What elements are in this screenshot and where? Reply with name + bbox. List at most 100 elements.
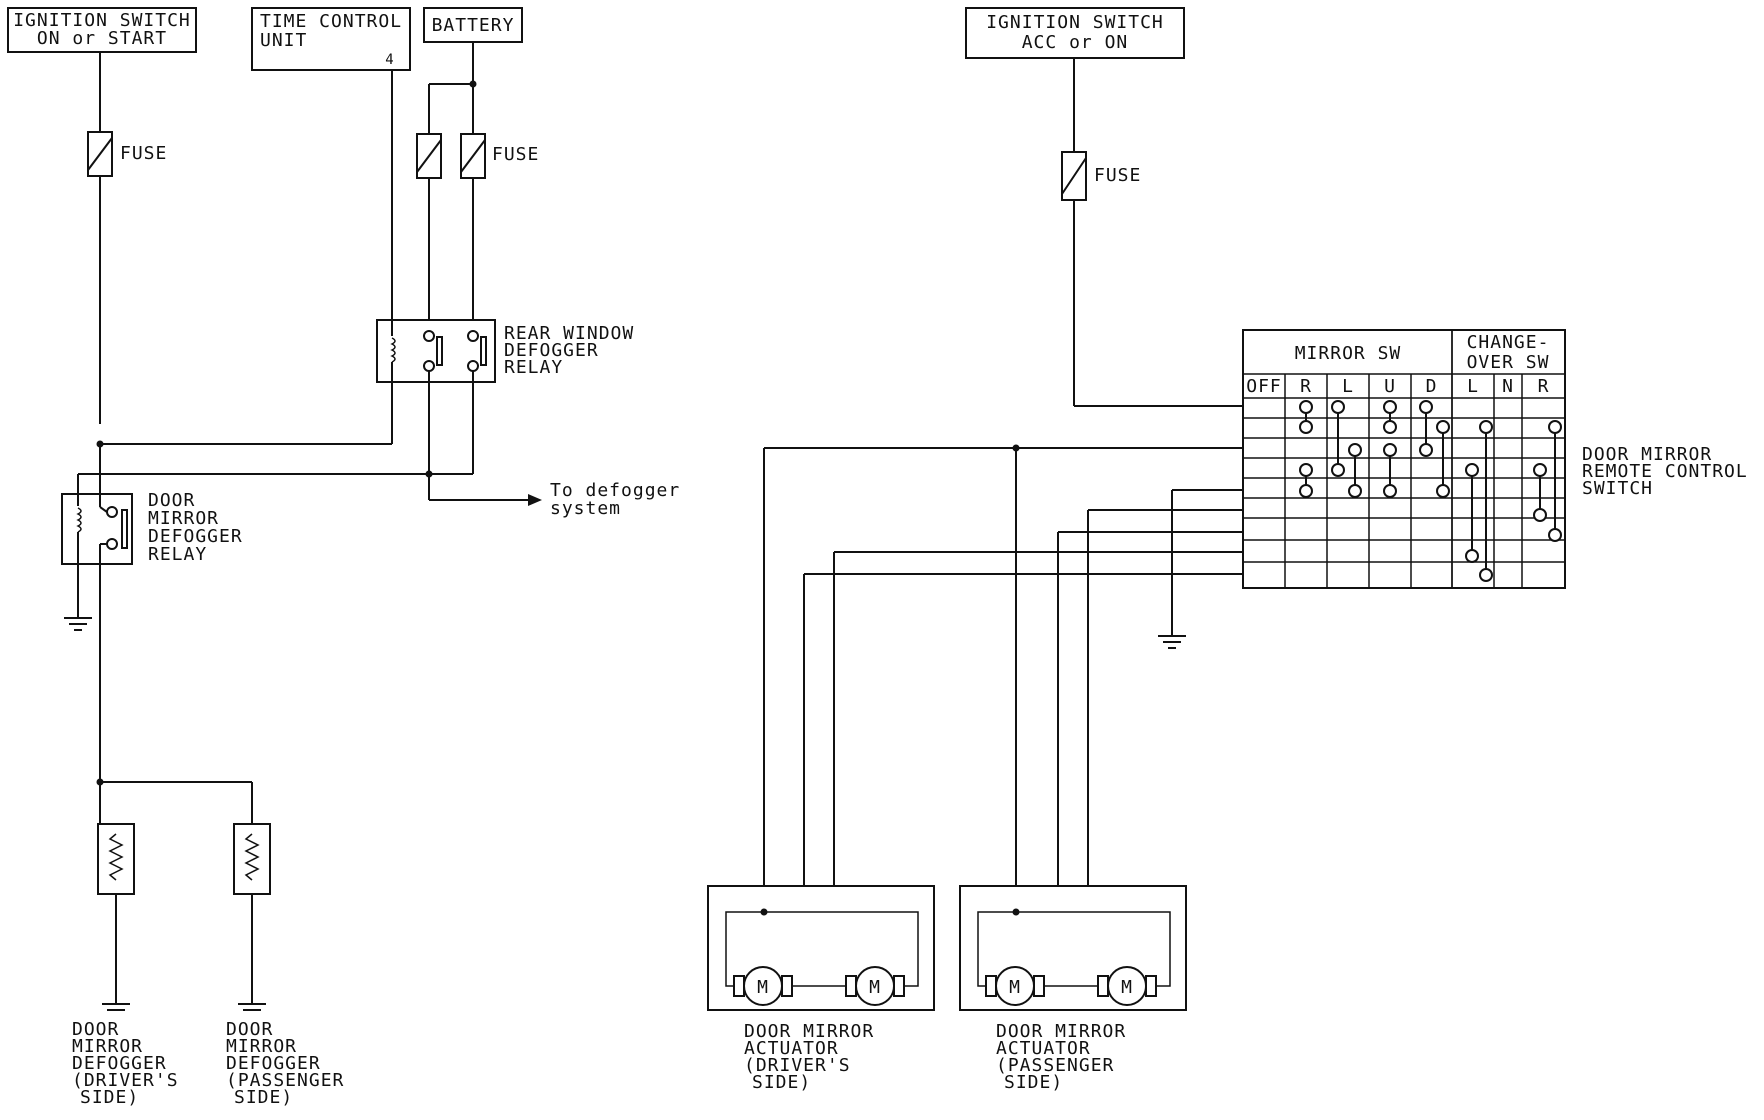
motor-label: M <box>1121 977 1133 998</box>
switch-contact-icon <box>1299 400 1313 414</box>
fuse-label-acc: FUSE <box>1094 165 1141 186</box>
door-mirror-defogger-relay <box>61 444 133 618</box>
switch-table-column-header: L <box>1467 376 1479 397</box>
switch-contact-icon <box>1299 463 1313 477</box>
switch-contact-icon <box>1383 400 1397 414</box>
switch-table-column-header: R <box>1300 376 1312 397</box>
ground-icon-switch <box>1158 635 1186 649</box>
fuse-icon-acc <box>1061 58 1243 407</box>
actuator-driver-line3: (DRIVER'S <box>744 1055 851 1076</box>
door-relay-line1: DOOR <box>148 490 195 511</box>
motor-icon-driver-1: M <box>733 966 793 1006</box>
ignition-acc-on-line1: IGNITION SWITCH <box>986 12 1164 33</box>
fuse-icon <box>87 52 113 424</box>
battery-label: BATTERY <box>432 15 515 36</box>
defogger-passenger-line4: (PASSENGER <box>226 1070 344 1091</box>
door-mirror-actuator-passenger: M M <box>959 885 1187 1011</box>
switch-table-column-header: OFF <box>1246 376 1282 397</box>
tcu-line2: UNIT <box>260 30 307 51</box>
battery: BATTERY <box>423 7 523 43</box>
mirror-sw-header: MIRROR SW <box>1295 343 1402 364</box>
motor-icon-driver-2: M <box>845 966 905 1006</box>
actuator-driver-line2: ACTUATOR <box>744 1038 839 1059</box>
changeover-sw-header-line1: CHANGE- <box>1467 332 1550 353</box>
defogger-passenger-line1: DOOR <box>226 1019 273 1040</box>
switch-contact-icon <box>1548 420 1562 434</box>
fuse-label-battery: FUSE <box>492 144 539 165</box>
to-defogger-line2: system <box>550 498 621 519</box>
tcu-pin-number: 4 <box>385 52 394 68</box>
switch-contact-icon <box>1383 443 1397 457</box>
defogger-driver-line1: DOOR <box>72 1019 119 1040</box>
switch-contact-icon <box>1383 420 1397 434</box>
switch-contact-icon <box>1465 549 1479 563</box>
switch-contact-icon <box>1299 484 1313 498</box>
door-mirror-actuator-driver: M M <box>707 885 935 1011</box>
remote-switch-line3: SWITCH <box>1582 478 1653 499</box>
battery-fuses <box>416 42 486 330</box>
door-relay-line4: RELAY <box>148 544 207 565</box>
switch-table-rows <box>1243 417 1565 563</box>
switch-contact-icon <box>1479 568 1493 582</box>
remote-switch-line2: REMOTE CONTROL <box>1582 461 1748 482</box>
rear-window-defogger-relay <box>376 70 496 383</box>
door-mirror-remote-control-switch-table <box>1242 329 1566 589</box>
switch-contact-icon <box>1348 484 1362 498</box>
actuator-driver-line4: SIDE) <box>752 1072 811 1093</box>
relay-coil-icon-2 <box>76 507 82 533</box>
ground-icon-driver-defogger <box>102 1003 130 1011</box>
motor-label: M <box>757 977 769 998</box>
heater-resistor-icon-passenger <box>233 823 271 895</box>
switch-contact-icon <box>1299 420 1313 434</box>
defogger-passenger-line3: DEFOGGER <box>226 1053 321 1074</box>
switch-table-column-header: D <box>1426 376 1438 397</box>
actuator-passenger-line3: (PASSENGER <box>996 1055 1114 1076</box>
switch-contact-icon <box>1419 400 1433 414</box>
changeover-sw-header-line2: OVER SW <box>1467 352 1550 373</box>
switch-table-column-header: L <box>1342 376 1354 397</box>
switch-contact-icon <box>1533 508 1547 522</box>
heater-resistor-icon-driver <box>97 823 135 895</box>
ground-icon-passenger-defogger <box>238 1003 266 1011</box>
switch-table-column-header: U <box>1384 376 1396 397</box>
motor-label: M <box>869 977 881 998</box>
ignition-switch-acc-on: IGNITION SWITCH ACC or ON <box>965 7 1185 59</box>
switch-contact-icon <box>1479 420 1493 434</box>
ignition-acc-on-line2: ACC or ON <box>1022 32 1129 53</box>
defogger-passenger-line2: MIRROR <box>226 1036 297 1057</box>
switch-contact-icon <box>1331 463 1345 477</box>
to-defogger-arrow <box>429 494 542 506</box>
switch-contact-icon <box>1348 443 1362 457</box>
rear-relay-line1: REAR WINDOW <box>504 323 634 344</box>
switch-contact-icon <box>1419 443 1433 457</box>
door-relay-line3: DEFOGGER <box>148 526 243 547</box>
rear-relay-line3: RELAY <box>504 357 563 378</box>
actuator-passenger-line4: SIDE) <box>1004 1072 1063 1093</box>
actuator-passenger-line1: DOOR MIRROR <box>996 1021 1126 1042</box>
switch-contact-icon <box>1383 484 1397 498</box>
actuator-passenger-line2: ACTUATOR <box>996 1038 1091 1059</box>
switch-contact-icon <box>1548 528 1562 542</box>
motor-icon-passenger-2: M <box>1097 966 1157 1006</box>
switch-table-column-header: R <box>1538 376 1550 397</box>
actuator-driver-line1: DOOR MIRROR <box>744 1021 874 1042</box>
defogger-driver-line3: DEFOGGER <box>72 1053 167 1074</box>
fuse-label-ignition: FUSE <box>120 143 167 164</box>
switch-table-column-header: N <box>1502 376 1514 397</box>
ignition-on-start-line2: ON or START <box>37 28 167 49</box>
rear-relay-line2: DEFOGGER <box>504 340 599 361</box>
ignition-switch-on-start: IGNITION SWITCH ON or START <box>7 7 197 53</box>
defogger-driver-line4: (DRIVER'S <box>72 1070 179 1091</box>
switch-table-columns: OFF R L U D L N R <box>1246 330 1550 588</box>
ignition-on-start-line1: IGNITION SWITCH <box>13 10 191 31</box>
switch-contact-icon <box>1465 463 1479 477</box>
switch-contact-icon <box>1436 484 1450 498</box>
switch-contacts <box>1299 400 1562 582</box>
switch-contact-icon <box>1436 420 1450 434</box>
relay-coil-icon <box>390 337 396 363</box>
motor-icon-passenger-1: M <box>985 966 1045 1006</box>
defogger-passenger-line5: SIDE) <box>234 1087 293 1108</box>
actuator-wiring <box>763 444 1243 912</box>
door-relay-line2: MIRROR <box>148 508 219 529</box>
